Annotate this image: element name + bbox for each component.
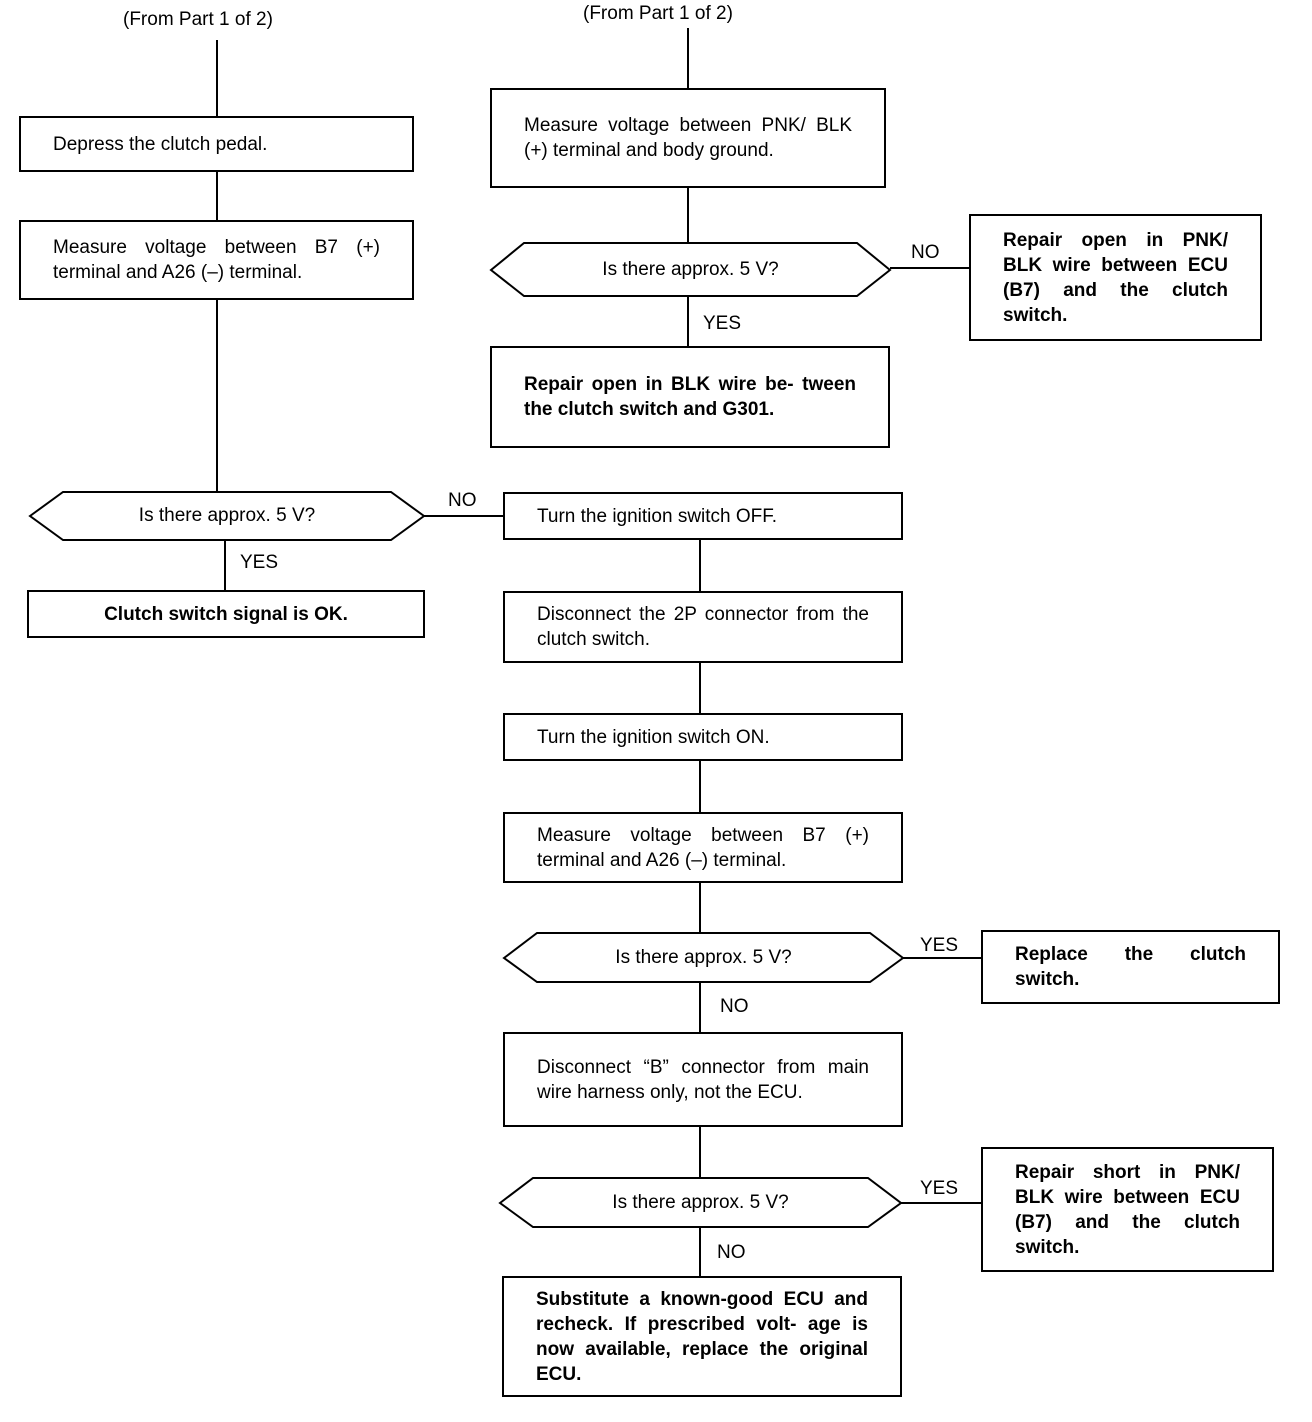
step-disconnect-2p: Disconnect the 2P connector from the clu…: [503, 591, 903, 663]
result-substitute-ecu: Substitute a known-good ECU and recheck.…: [502, 1276, 902, 1397]
yes-label: YES: [240, 552, 279, 573]
decision-hexagon: [489, 242, 892, 297]
result-text: Clutch switch signal is OK.: [104, 603, 348, 625]
decision-text: Is there approx. 5 V?: [612, 1192, 789, 1213]
step-text: Disconnect the 2P connector from the clu…: [537, 604, 869, 650]
step-measure-voltage: Measure voltage between B7 (+) terminal …: [19, 220, 414, 300]
no-label: NO: [720, 996, 749, 1017]
no-label: NO: [448, 490, 477, 511]
result-text: Repair short in PNK/ BLK wire between EC…: [1015, 1161, 1240, 1258]
step-text: Measure voltage between B7 (+) terminal …: [53, 237, 380, 283]
left-header: (From Part 1 of 2): [123, 9, 273, 30]
yes-label: YES: [703, 313, 742, 334]
decision-hexagon: [498, 1177, 903, 1228]
step-measure-pnk-blk: Measure voltage between PNK/ BLK (+) ter…: [490, 88, 886, 188]
step-text: Disconnect “B” connector from main wire …: [537, 1056, 869, 1103]
step-text: Depress the clutch pedal.: [53, 133, 268, 155]
decision-text: Is there approx. 5 V?: [602, 259, 779, 280]
result-text: Repair open in BLK wire be- tween the cl…: [524, 374, 856, 420]
no-label: NO: [911, 242, 940, 263]
step-ignition-off: Turn the ignition switch OFF.: [503, 492, 903, 540]
result-repair-short: Repair short in PNK/ BLK wire between EC…: [981, 1147, 1274, 1272]
step-text: Turn the ignition switch ON.: [537, 726, 770, 748]
result-replace-clutch-switch: Replace the clutch switch.: [981, 930, 1280, 1004]
step-depress-clutch: Depress the clutch pedal.: [19, 116, 414, 172]
decision-hexagon: [502, 932, 905, 983]
right-header: (From Part 1 of 2): [583, 3, 733, 24]
result-text: Replace the clutch switch.: [1015, 944, 1246, 990]
decision-hexagon: [28, 491, 426, 541]
step-text: Turn the ignition switch OFF.: [537, 505, 778, 527]
decision-text: Is there approx. 5 V?: [138, 505, 316, 526]
step-ignition-on: Turn the ignition switch ON.: [503, 713, 903, 761]
decision-text: Is there approx. 5 V?: [615, 947, 792, 968]
result-text: Substitute a known-good ECU and recheck.…: [536, 1288, 868, 1385]
result-repair-open-pnk: Repair open in PNK/ BLK wire between ECU…: [969, 214, 1262, 341]
result-text: Repair open in PNK/ BLK wire between ECU…: [1003, 229, 1228, 326]
no-label: NO: [717, 1242, 746, 1263]
step-disconnect-b: Disconnect “B” connector from main wire …: [503, 1032, 903, 1127]
step-text: Measure voltage between PNK/ BLK (+) ter…: [524, 115, 852, 161]
step-measure-b7-a26: Measure voltage between B7 (+) terminal …: [503, 812, 903, 883]
yes-label: YES: [920, 935, 959, 956]
yes-label: YES: [920, 1178, 959, 1199]
result-repair-open-blk: Repair open in BLK wire be- tween the cl…: [490, 346, 890, 448]
step-text: Measure voltage between B7 (+) terminal …: [537, 824, 869, 871]
result-clutch-ok: Clutch switch signal is OK.: [27, 590, 425, 638]
